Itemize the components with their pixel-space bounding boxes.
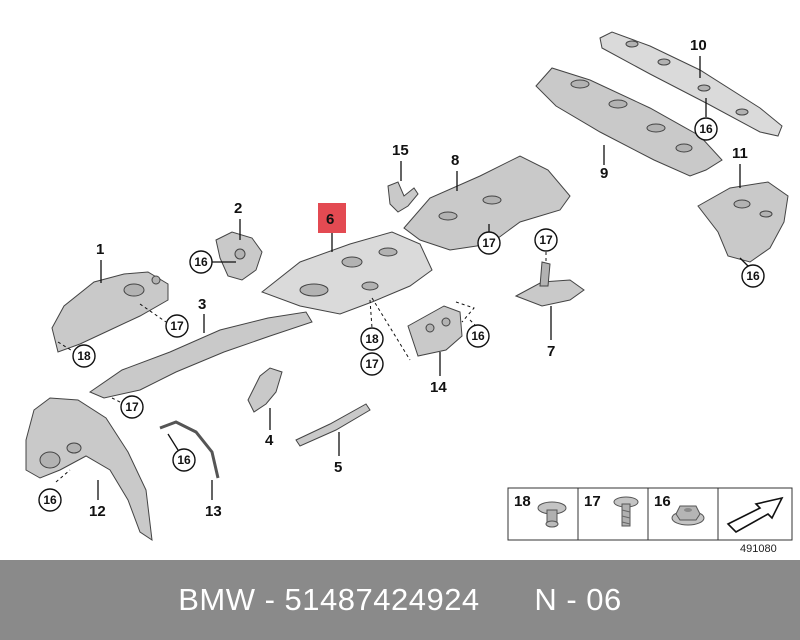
fastener-16-callout: 16 <box>189 250 236 274</box>
callout-14: 14 <box>430 379 447 396</box>
svg-text:18: 18 <box>77 349 91 363</box>
part-1-shield <box>51 271 169 353</box>
push-clip-icon <box>537 501 567 528</box>
svg-text:16: 16 <box>194 255 208 269</box>
legend-label-18: 18 <box>514 493 531 510</box>
highlight-marker <box>318 203 346 233</box>
legend-label-17: 17 <box>584 493 601 510</box>
svg-text:16: 16 <box>746 269 760 283</box>
part-3-shield <box>88 311 313 399</box>
part-10-rail <box>599 31 783 137</box>
front-direction-arrow-icon <box>726 496 784 533</box>
legend-label-16: 16 <box>654 493 671 510</box>
part-2-bracket <box>215 231 263 281</box>
svg-text:17: 17 <box>170 319 184 333</box>
callout-4: 4 <box>265 432 274 449</box>
parts-diagram: 10 9 11 8 15 6 <box>25 31 793 555</box>
part-12-wheel-arch <box>25 397 153 542</box>
svg-text:17: 17 <box>539 233 553 247</box>
fastener-16-callout: 16 <box>167 433 196 472</box>
part-15-bracket <box>387 181 419 213</box>
fastener-16-callout: 16 <box>694 117 718 141</box>
fastener-16-callout: 16 <box>466 319 490 348</box>
callout-2: 2 <box>234 200 242 217</box>
footer-bar: BMW - 51487424924 N - 06 <box>0 560 800 640</box>
part-9-heat-shield <box>535 67 723 177</box>
svg-text:16: 16 <box>471 329 485 343</box>
diagram-number: 491080 <box>740 543 777 555</box>
svg-text:17: 17 <box>482 236 496 250</box>
callout-11: 11 <box>732 145 748 162</box>
fastener-16-callout: 16 <box>38 469 71 512</box>
fastener-17-callout: 17 <box>477 231 501 255</box>
part-4-bracket <box>247 367 283 413</box>
fastener-18-callout: 18 <box>57 341 96 368</box>
part-14-bracket <box>407 305 463 357</box>
callout-15: 15 <box>392 142 409 159</box>
fastener-17-callout: 17 <box>534 228 558 262</box>
part-6-heat-shield <box>260 231 433 315</box>
svg-text:18: 18 <box>365 332 379 346</box>
part-11-shield <box>697 181 789 263</box>
fastener-18-callout: 18 <box>360 299 384 351</box>
svg-text:17: 17 <box>125 400 139 414</box>
svg-text:16: 16 <box>43 493 57 507</box>
callout-12: 12 <box>89 503 106 520</box>
callout-3: 3 <box>198 296 206 313</box>
fastener-16-callout: 16 <box>739 257 765 288</box>
part-8-tunnel-shield <box>403 155 571 251</box>
callout-8: 8 <box>451 152 459 169</box>
svg-text:16: 16 <box>699 122 713 136</box>
callout-1: 1 <box>96 241 104 258</box>
svg-text:17: 17 <box>365 357 379 371</box>
fastener-17-callout: 17 <box>111 395 144 419</box>
callout-10: 10 <box>690 37 707 54</box>
callout-6: 6 <box>326 211 334 228</box>
svg-text:16: 16 <box>177 453 191 467</box>
part-5-strip <box>295 403 371 447</box>
callout-5: 5 <box>334 459 342 476</box>
screw-icon <box>613 496 639 527</box>
callout-13: 13 <box>205 503 222 520</box>
part-7-bracket <box>514 261 585 307</box>
hex-nut-icon <box>671 505 705 526</box>
callout-9: 9 <box>600 165 608 182</box>
callout-7: 7 <box>547 343 555 360</box>
fastener-legend: 18 17 16 <box>507 487 793 541</box>
fastener-17-callout: 17 <box>360 352 384 376</box>
fastener-17-callout: 17 <box>139 303 189 338</box>
footer-part-text: BMW - 51487424924 N - 06 <box>178 582 622 617</box>
part-13-strap <box>159 420 220 479</box>
